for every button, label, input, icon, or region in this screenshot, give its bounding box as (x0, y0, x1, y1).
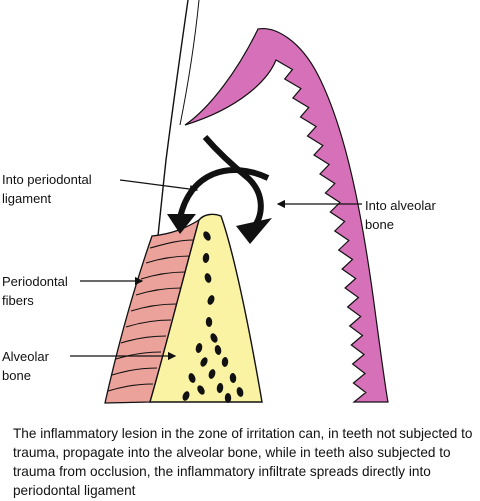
label-into-periodontal-ligament: Into periodontal ligament (2, 172, 92, 206)
fiber-lines (107, 239, 195, 392)
gingiva-region (184, 28, 389, 403)
marrow-space (224, 393, 232, 403)
marrow-space (208, 369, 216, 379)
marrow-space (221, 357, 229, 367)
marrow-space (207, 295, 215, 305)
arrow-toward-ligament (177, 167, 270, 219)
tooth-inner-line (179, 0, 200, 126)
leader-periodontal-ligament (119, 179, 199, 194)
label-into-alveolar-bone: Into alveolar bone (365, 198, 436, 232)
marrow-space (188, 373, 196, 383)
marrow-space (195, 343, 203, 353)
alveolar-bone-region (149, 213, 263, 403)
marrow-space (214, 345, 222, 355)
marrow-space (205, 317, 213, 327)
marrow-space (210, 333, 218, 343)
bone-marrow-spaces (182, 231, 244, 403)
marrow-space (182, 391, 190, 401)
marrow-space (202, 253, 210, 263)
label-periodontal-fibers: Periodontal fibers (2, 274, 68, 308)
marrow-space (200, 357, 208, 367)
label-alveolar-bone: Alveolar bone (2, 349, 49, 383)
marrow-space (204, 273, 212, 283)
marrow-space (236, 387, 244, 397)
marrow-space (229, 373, 237, 383)
marrow-space (203, 231, 211, 241)
marrow-space (197, 385, 205, 395)
arrow-toward-bone (202, 135, 264, 229)
arrow-toward-ligament-head (167, 214, 196, 234)
arrow-toward-bone-head (236, 218, 272, 244)
periodontium-diagram (70, 0, 389, 404)
figure-caption: The inflammatory lesion in the zone of i… (13, 426, 473, 498)
marrow-space (216, 383, 224, 393)
